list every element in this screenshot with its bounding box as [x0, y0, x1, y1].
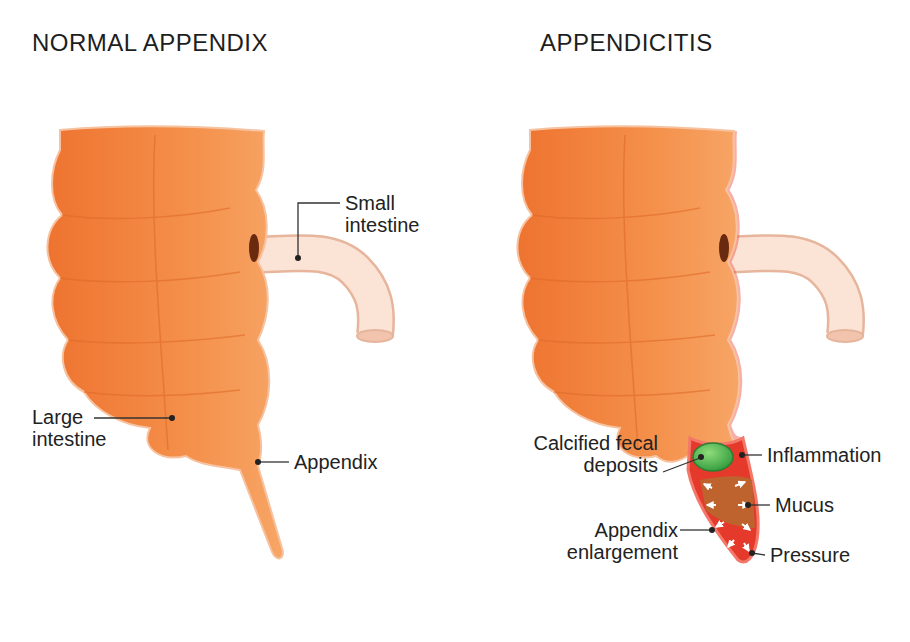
part-label: Appendix enlargement [560, 519, 678, 564]
leader-dot [749, 550, 755, 556]
pressure-arrow [728, 540, 734, 547]
haustra-line [530, 272, 710, 282]
haustra-line [532, 208, 700, 219]
haustra-line [68, 335, 245, 343]
pressure-arrows [704, 482, 750, 551]
leader-dot [745, 502, 751, 508]
leader-dot [698, 454, 704, 460]
leader-line [748, 504, 770, 505]
haustra-line [554, 390, 710, 396]
leader-line [258, 461, 289, 462]
taenia-line [154, 135, 168, 450]
part-label: Pressure [770, 544, 850, 566]
haustra-lines [60, 135, 245, 450]
leader-dot [739, 452, 745, 458]
fecalith [693, 443, 733, 471]
small-intestine-end [357, 330, 393, 342]
panel-title: APPENDICITIS [540, 30, 713, 57]
leader-line [680, 529, 712, 530]
pressure-arrow [716, 522, 724, 527]
leader-line [663, 458, 700, 472]
part-label: Large intestine [32, 406, 132, 451]
mucus-area [700, 476, 755, 528]
part-label: Small intestine [345, 192, 445, 237]
leader-line [298, 203, 340, 256]
leader-dot [255, 459, 261, 465]
large-intestine-shape [47, 126, 282, 558]
haustra-line [60, 272, 240, 282]
pressure-arrow [704, 484, 712, 488]
ileocecal-opening [249, 234, 259, 262]
haustra-line [538, 335, 715, 343]
large-intestine-shape [517, 126, 739, 461]
inflamed-appendix [688, 438, 758, 562]
taenia-line [624, 135, 638, 450]
leader-dot [169, 415, 175, 421]
leader-dot [295, 255, 301, 261]
leader-dots [169, 255, 755, 556]
small-intestine-end [827, 330, 863, 342]
part-label: Appendix [294, 451, 377, 473]
pressure-arrow [707, 504, 716, 506]
pressure-arrow [744, 543, 749, 551]
part-label: Mucus [775, 494, 834, 516]
panel-title: NORMAL APPENDIX [32, 30, 268, 57]
pressure-arrow [735, 482, 745, 486]
haustra-line [62, 208, 230, 219]
leader-lines [94, 203, 770, 555]
haustra-line [84, 390, 240, 396]
part-label: Calcified fecal deposits [520, 432, 658, 477]
ileocecal-opening [719, 234, 729, 262]
leader-dot [709, 527, 715, 533]
pressure-arrow [742, 524, 750, 530]
leader-line [94, 417, 172, 418]
haustra-lines [530, 135, 715, 450]
part-label: Inflammation [767, 444, 882, 466]
